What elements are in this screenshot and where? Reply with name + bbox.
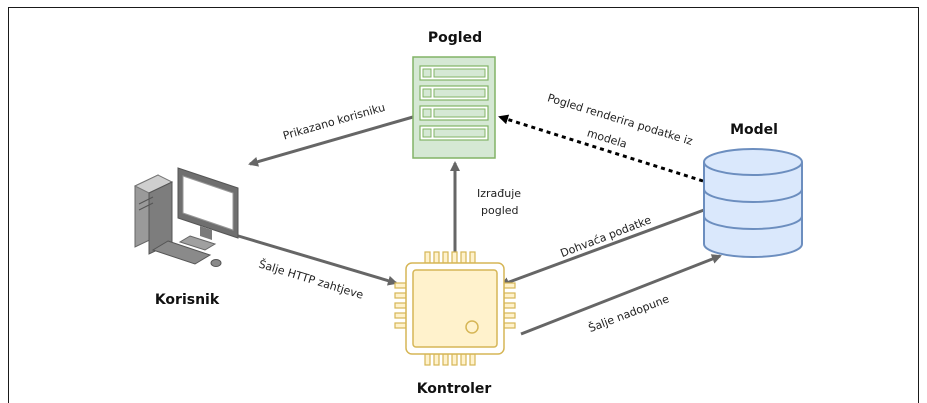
- arrow-model-to-controller: [499, 208, 705, 287]
- diagram-frame: [8, 7, 919, 403]
- label-user-to-controller: Šalje HTTP zahtjeve: [257, 258, 365, 302]
- label-controller-to-view-line1: Izrađuje: [477, 187, 521, 200]
- view-document-icon: [412, 56, 496, 159]
- computer-icon: [133, 167, 239, 267]
- label-view-to-user: Prikazano korisniku: [281, 101, 386, 143]
- user-title: Korisnik: [155, 292, 220, 308]
- view-title: Pogled: [428, 30, 482, 46]
- database-icon: [703, 148, 803, 258]
- chip-icon: [394, 251, 516, 366]
- arrow-controller-to-model: [520, 254, 722, 336]
- arrow-user-to-controller: [234, 233, 398, 286]
- label-model-to-view-line2: modela: [586, 126, 629, 150]
- label-model-to-controller: Dohvaća podatke: [559, 213, 654, 260]
- label-controller-to-model: Šalje nadopune: [587, 292, 671, 335]
- arrow-view-to-user: [248, 115, 414, 167]
- label-controller-to-view-line2: pogled: [481, 204, 519, 217]
- controller-title: Kontroler: [417, 381, 492, 397]
- model-title: Model: [730, 122, 778, 138]
- arrow-model-to-view: [498, 114, 704, 183]
